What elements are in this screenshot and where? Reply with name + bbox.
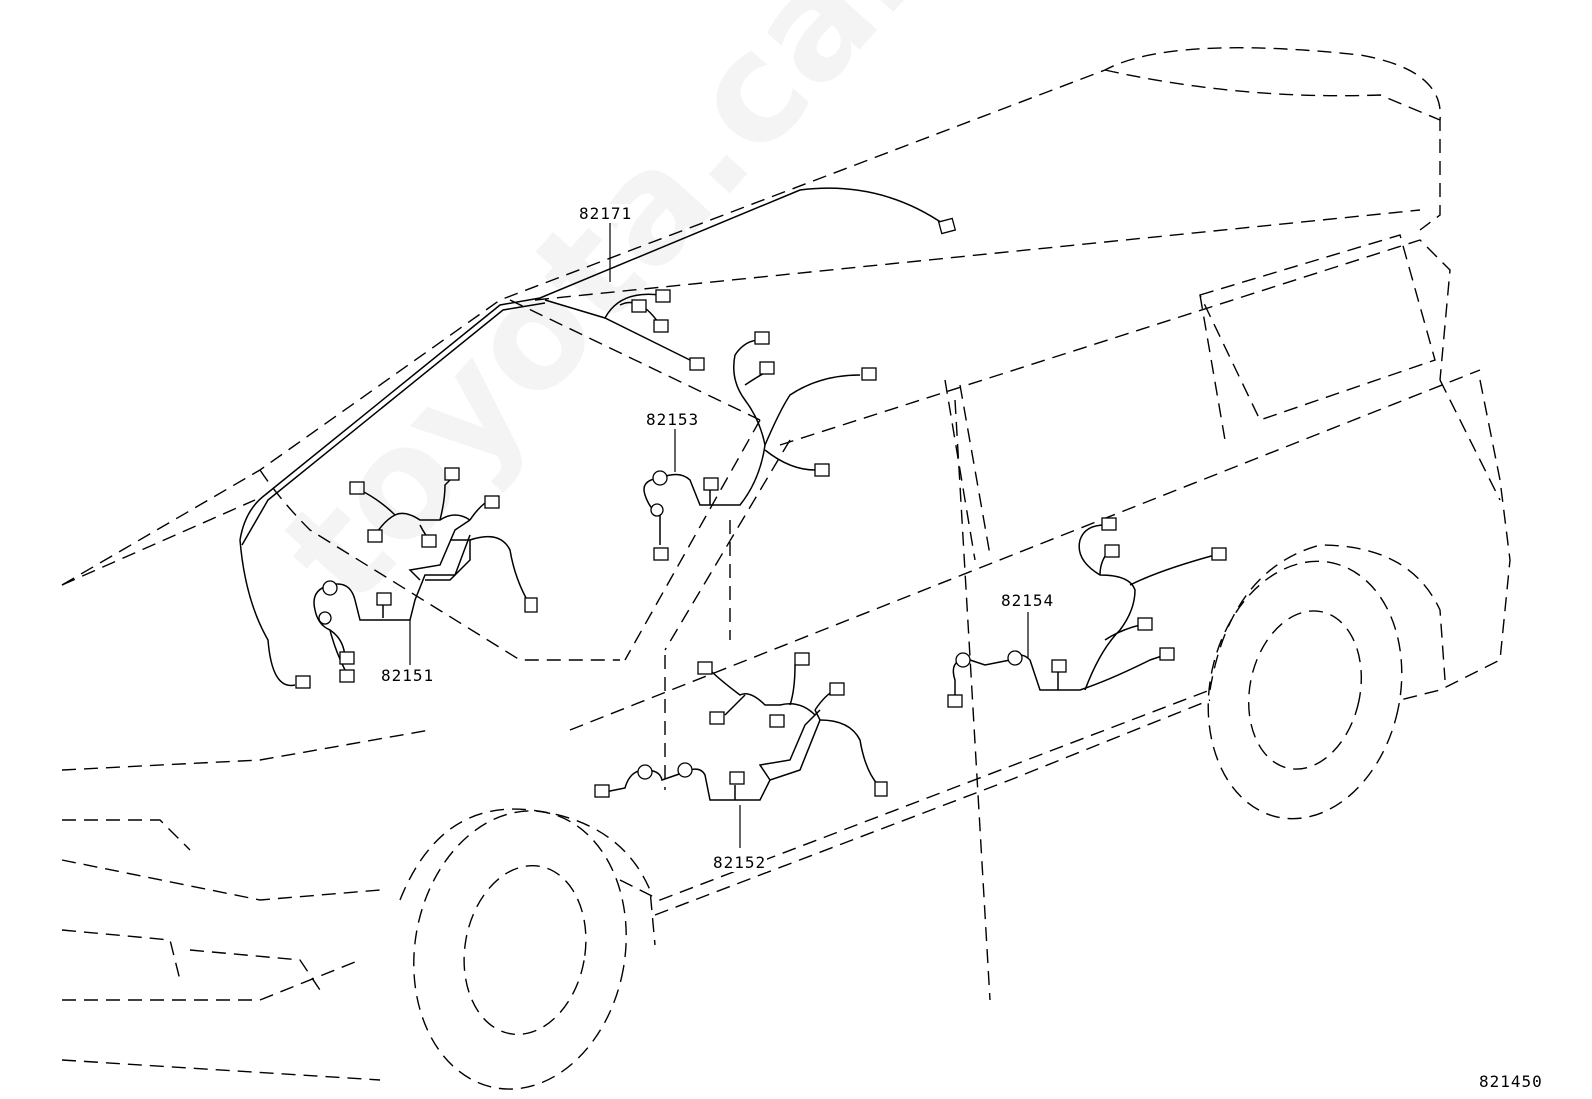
connector bbox=[874, 781, 888, 797]
connector bbox=[594, 784, 610, 798]
grommet bbox=[955, 652, 971, 668]
connector bbox=[947, 694, 963, 708]
connector bbox=[861, 367, 877, 381]
connector bbox=[295, 675, 311, 689]
grommet bbox=[652, 470, 668, 486]
connector bbox=[814, 463, 830, 477]
connector bbox=[653, 547, 669, 561]
door-harness-82154 bbox=[947, 517, 1227, 708]
figure-id: 821450 bbox=[1478, 1072, 1544, 1091]
roof-harness bbox=[239, 187, 957, 689]
connector bbox=[349, 481, 365, 495]
car-outline bbox=[61, 47, 1511, 1090]
connector bbox=[339, 651, 355, 665]
part-label-82152: 82152 bbox=[712, 853, 768, 872]
connector bbox=[937, 217, 957, 235]
part-label-82154: 82154 bbox=[1000, 591, 1056, 610]
connector bbox=[421, 534, 437, 548]
connector bbox=[1104, 544, 1120, 558]
connector bbox=[794, 652, 810, 666]
grommet bbox=[677, 762, 693, 778]
connector bbox=[769, 714, 785, 728]
part-label-82151: 82151 bbox=[380, 666, 436, 685]
connector bbox=[524, 597, 538, 613]
connector bbox=[339, 669, 355, 683]
grommet bbox=[322, 580, 338, 596]
connector bbox=[1101, 517, 1117, 531]
connector bbox=[709, 711, 725, 725]
connector bbox=[1137, 617, 1153, 631]
connector bbox=[689, 357, 705, 371]
grommet bbox=[637, 764, 653, 780]
door-harness-82152 bbox=[594, 652, 888, 848]
connector bbox=[754, 331, 770, 345]
connector bbox=[653, 319, 669, 333]
connector bbox=[444, 467, 460, 481]
connector bbox=[1051, 659, 1067, 673]
connector bbox=[631, 299, 647, 313]
connector bbox=[759, 361, 775, 375]
connector bbox=[1159, 647, 1175, 661]
connector bbox=[703, 477, 719, 491]
door-harness-82151 bbox=[313, 467, 538, 683]
part-label-82153: 82153 bbox=[645, 410, 701, 429]
grommet bbox=[1007, 650, 1023, 666]
part-label-82171: 82171 bbox=[578, 204, 634, 223]
grommet bbox=[650, 503, 664, 517]
door-harness-82153 bbox=[643, 331, 877, 561]
connector bbox=[729, 771, 745, 785]
connector bbox=[376, 592, 392, 606]
grommet bbox=[318, 611, 332, 625]
connector bbox=[484, 495, 500, 509]
connector bbox=[697, 661, 713, 675]
connector bbox=[655, 289, 671, 303]
connector bbox=[1211, 547, 1227, 561]
connector bbox=[367, 529, 383, 543]
connector bbox=[829, 682, 845, 696]
